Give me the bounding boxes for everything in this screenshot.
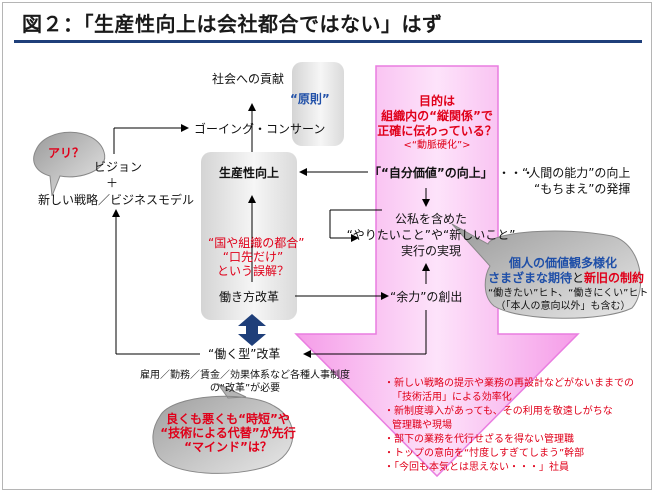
diversity-note-line-2: （「本人の意向以外」も含む） [495,301,631,312]
callout-ari [33,131,106,197]
margin-label: “余力”の創出 [390,290,463,304]
principle-label: “原則” [290,92,330,106]
issue-5: ・「今回も本気とは思えない・・・」社員 [384,462,569,473]
issue-1: ・新しい戦略の提示や業務の再設計などがないままでの [384,378,634,389]
mochimae-label: “もちまえ”の発揮 [534,182,631,196]
misunderstanding-line-2: “口先だけ” [222,250,284,264]
diversity-line-1: 個人の価値観多様化 [508,256,617,270]
human-ability-label: “人間の能力”の向上 [522,166,631,180]
issue-3: ・部下の業務を代行せざるを得ない管理職 [384,434,574,445]
page-title: 図２：「生産性向上は会社都合ではない」はず [22,12,443,36]
callout-mind [152,382,294,474]
mind-question-line-1: 良くも悪くも“時短”や [166,412,290,426]
hr-reform-line-2: の“改革”が必要 [209,383,281,394]
mind-question-line-3: “マインド”は？ [184,440,272,454]
work-style-reform-label: “働く型”改革 [208,347,281,361]
purpose-line-4: <“動脈硬化”> [403,140,471,151]
work-reform-label: 働き方改革 [219,290,280,304]
misunderstanding-line-3: という誤解？ [216,264,289,278]
self-value-label: 「“自分価値”の向上」 [369,166,493,180]
diversity-note-line-1: “働きたい”ヒト、“働きにくい”ヒト [488,288,649,299]
purpose-line-1: 目的は [418,94,455,108]
public-private-line-3: 実行の実現 [400,244,461,258]
ari-label: アリ？ [48,146,85,160]
productivity-label: 生産性向上 [219,166,280,180]
issue-2-cont: 管理職や現場 [392,420,452,431]
expectations-text: さまざまな期待 [488,271,573,285]
plus-label: ＋ [106,176,119,190]
and-text: と [572,271,585,285]
callout-diversity [451,223,642,319]
issue-1-cont: 「技術活用」による効率化 [392,392,512,403]
constraints-text: 新旧の制約 [584,271,645,285]
social-contribution-label: 社会への貢献 [212,72,285,86]
purpose-line-2: 組織内の“縦関係”で [381,109,493,123]
purpose-line-3: 正確に伝わっている？ [377,124,497,138]
title-underline [14,40,642,43]
productivity-box [201,152,297,320]
issue-2: ・新制度導入があっても、その利用を敬遠しがちな [384,406,613,417]
public-private-line-2: “やりたいこと”や“新しいこと” [346,228,516,242]
public-private-line-1: 公私を含めた [394,212,467,226]
dots-label: ・・・ [498,166,535,180]
diversity-line-2: さまざまな期待と新旧の制約 [488,271,644,285]
mind-question-line-2: “技術による代替”が先行 [160,426,296,440]
slide-frame [2,2,652,490]
principle-box [292,62,344,146]
big-down-arrow [294,65,580,478]
hr-reform-line-1: 雇用／勤務／賃金／効果体系など各種人事制度 [140,370,350,381]
going-concern-label: ゴーイング・コンサーン [194,122,326,136]
issue-4: ・トップの意向を“忖度しすぎてしまう”幹部 [384,448,585,459]
strategy-label: 新しい戦略／ビジネスモデル [38,193,195,207]
misunderstanding-line-1: “国や組織の都合” [208,236,305,250]
double-arrow [238,314,266,346]
vision-label: ビジョン [94,160,143,174]
